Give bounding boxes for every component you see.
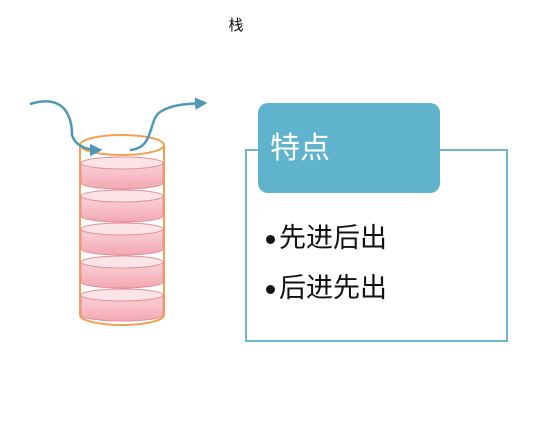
- feature-item: 先进后出: [266, 214, 387, 264]
- bullet-icon: [266, 284, 275, 294]
- features-heading: 特点: [258, 103, 440, 193]
- feature-item-text: 后进先出: [279, 273, 387, 304]
- feature-item-text: 先进后出: [279, 223, 387, 254]
- pop-arrow: [129, 97, 208, 152]
- bullet-icon: [266, 234, 275, 244]
- stack-disk: [80, 222, 164, 256]
- features-list: 先进后出 后进先出: [266, 214, 387, 314]
- feature-item: 后进先出: [266, 264, 387, 314]
- stack-disk: [80, 288, 164, 322]
- stack-disks: [80, 156, 164, 322]
- stack-disk: [80, 189, 164, 223]
- slide-title: 栈: [228, 16, 244, 34]
- push-arrow: [29, 100, 103, 157]
- stack-disk: [80, 156, 164, 190]
- stack-disk: [80, 255, 164, 289]
